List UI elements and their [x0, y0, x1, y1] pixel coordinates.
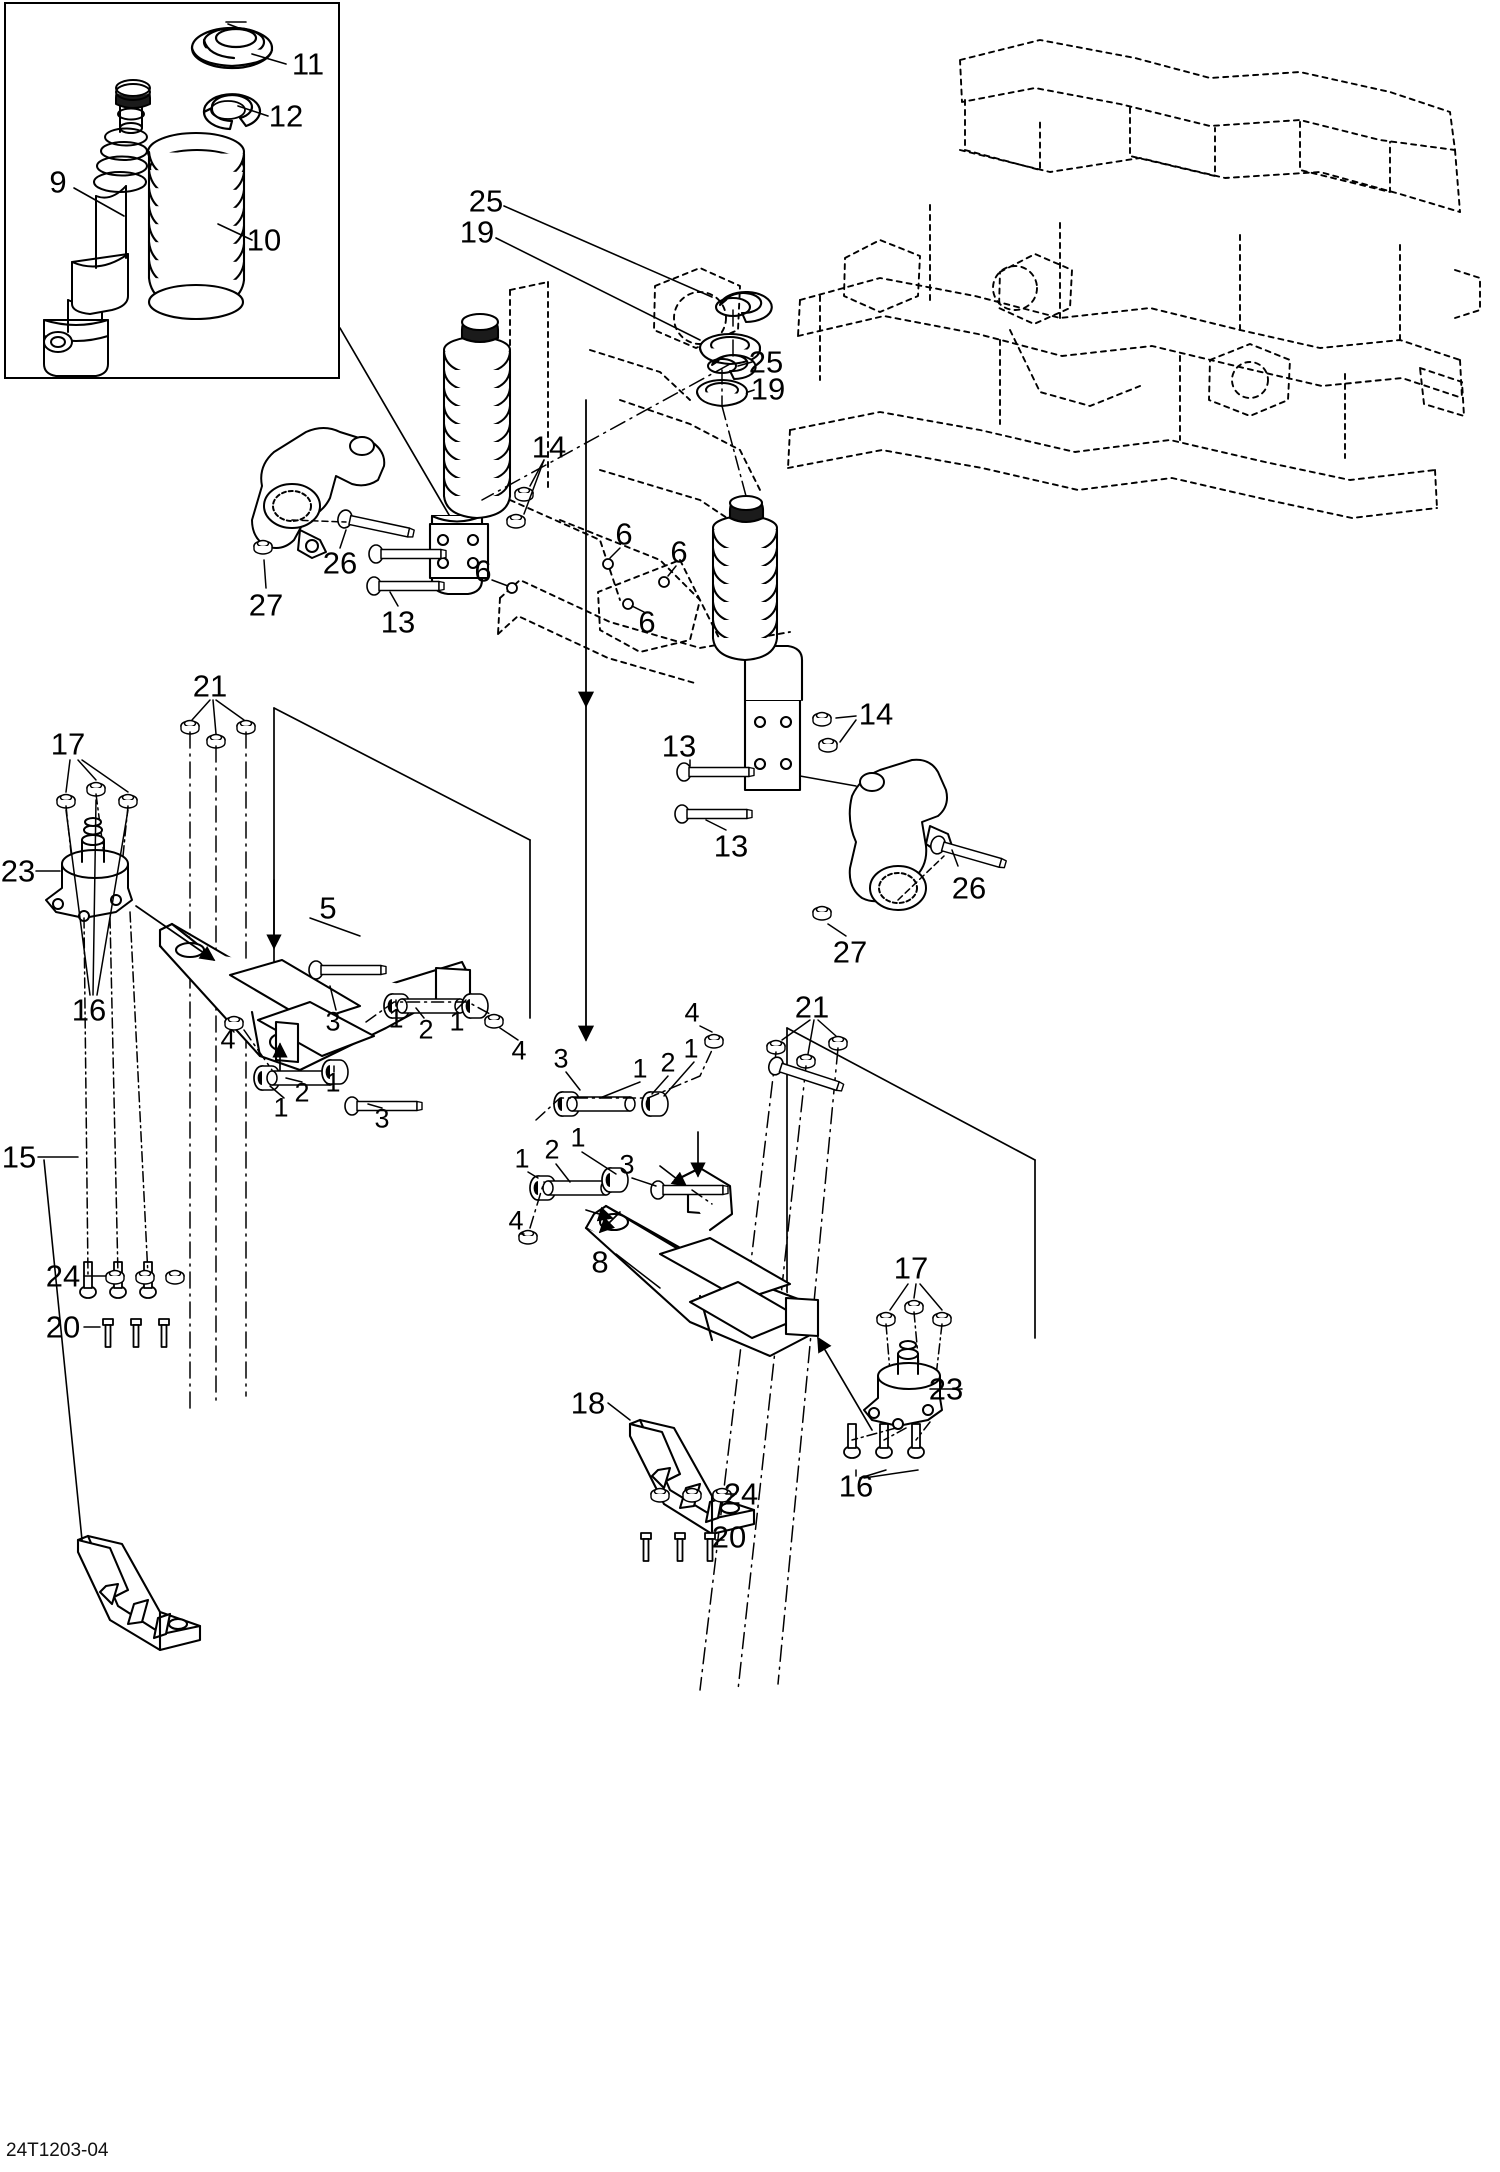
- callout-24-left: 24: [45, 1258, 81, 1294]
- callout-6-b: 6: [670, 534, 688, 570]
- callout-4-left-a: 4: [220, 1024, 236, 1055]
- callout-26-left: 26: [322, 545, 358, 581]
- callout-27-right: 27: [832, 934, 868, 970]
- callout-6-c: 6: [474, 553, 492, 589]
- callout-4-right-b: 4: [508, 1205, 524, 1236]
- callout-23-left: 23: [0, 853, 36, 889]
- callout-8: 8: [591, 1244, 609, 1280]
- callout-1-right-b: 1: [683, 1033, 699, 1064]
- callout-26-right: 26: [951, 870, 987, 906]
- callout-17-left: 17: [50, 726, 86, 762]
- callout-19-right-shock: 19: [750, 371, 786, 407]
- callout-4-left-b: 4: [511, 1035, 527, 1066]
- callout-5: 5: [319, 890, 337, 926]
- callout-19-left-shock: 19: [459, 214, 495, 250]
- callout-24-right: 24: [723, 1476, 759, 1512]
- callout-3-right-b: 3: [619, 1149, 635, 1180]
- callout-1-left-a: 1: [388, 1003, 404, 1034]
- callout-2-left-b: 2: [294, 1077, 310, 1108]
- callout-20-right: 20: [711, 1519, 747, 1555]
- callout-27-left: 27: [248, 587, 284, 623]
- callout-3-left-a: 3: [325, 1006, 341, 1037]
- callout-1-right-d: 1: [570, 1122, 586, 1153]
- callout-13-right-upper: 13: [661, 728, 697, 764]
- callout-1-right-c: 1: [514, 1143, 530, 1174]
- callout-25-left-shock: 25: [468, 183, 504, 219]
- callout-13-right-lower: 13: [713, 828, 749, 864]
- callout-16-right: 16: [838, 1468, 874, 1504]
- callout-21-right: 21: [794, 989, 830, 1025]
- callout-17-right: 17: [893, 1250, 929, 1286]
- callout-11: 11: [291, 46, 325, 82]
- callout-25-right-shock: 25: [748, 344, 784, 380]
- callout-18: 18: [570, 1385, 606, 1421]
- callout-16-left: 16: [71, 992, 107, 1028]
- callout-1-left-b: 1: [449, 1006, 465, 1037]
- callout-14-left: 14: [531, 429, 567, 465]
- drawing-number: 24T1203-04: [6, 2140, 109, 2161]
- callout-3-right-a: 3: [553, 1043, 569, 1074]
- callout-9: 9: [49, 164, 67, 200]
- callout-6-d: 6: [638, 604, 656, 640]
- callout-15: 15: [1, 1139, 37, 1175]
- callout-3-left-b: 3: [374, 1103, 390, 1134]
- callout-2-left-a: 2: [418, 1014, 434, 1045]
- callout-14-right: 14: [858, 696, 894, 732]
- callout-23-right: 23: [928, 1371, 964, 1407]
- callout-2-right-a: 2: [660, 1047, 676, 1078]
- callout-1-left-d: 1: [273, 1092, 289, 1123]
- callout-12: 12: [268, 98, 304, 134]
- callout-2-right-b: 2: [544, 1134, 560, 1165]
- callout-10: 10: [246, 222, 282, 258]
- callout-6-a: 6: [615, 516, 633, 552]
- callout-21-left: 21: [192, 668, 228, 704]
- callout-1-right-a: 1: [632, 1053, 648, 1084]
- callout-13-left: 13: [380, 604, 416, 640]
- callout-20-left: 20: [45, 1309, 81, 1345]
- callout-1-left-c: 1: [325, 1067, 341, 1098]
- callout-4-right-a: 4: [684, 997, 700, 1028]
